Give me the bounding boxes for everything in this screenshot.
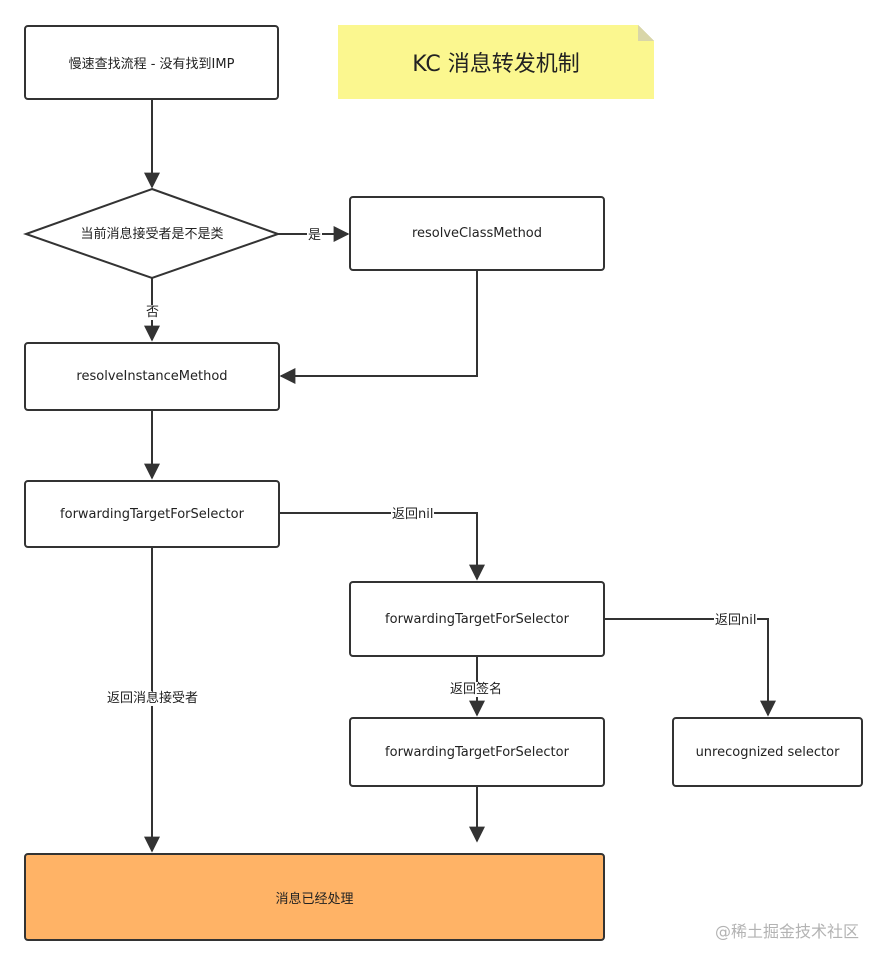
forwarding-target-label-1: forwardingTargetForSelector xyxy=(60,506,244,522)
watermark: @稀土掘金技术社区 xyxy=(714,922,859,941)
message-handled-node: 消息已经处理 xyxy=(24,853,605,941)
edge-label-return-nil-2: 返回nil xyxy=(714,613,758,628)
edge-forward1-nil xyxy=(279,512,485,581)
edge-class-to-instance xyxy=(279,271,478,384)
start-node: 慢速查找流程 - 没有找到IMP xyxy=(24,25,279,100)
resolve-instance-method-node: resolveInstanceMethod xyxy=(24,342,280,411)
forwarding-target-label-2: forwardingTargetForSelector xyxy=(385,611,569,627)
edge-label-no: 否 xyxy=(145,305,161,320)
page-title: KC 消息转发机制 xyxy=(412,52,580,77)
unrecognized-selector-node: unrecognized selector xyxy=(672,717,863,787)
decision-label: 当前消息接受者是不是类 xyxy=(80,227,224,242)
edge-label-return-nil-1: 返回nil xyxy=(391,507,435,522)
unrecognized-selector-label: unrecognized selector xyxy=(695,744,840,760)
forwarding-target-node-1: forwardingTargetForSelector xyxy=(24,480,280,548)
forwarding-target-node-2: forwardingTargetForSelector xyxy=(349,581,605,657)
message-handled-label: 消息已经处理 xyxy=(275,891,354,907)
note-fold-corner xyxy=(638,25,654,41)
edge-forward2-nil xyxy=(604,618,776,717)
forwarding-target-node-3: forwardingTargetForSelector xyxy=(349,717,605,787)
forwarding-target-label-3: forwardingTargetForSelector xyxy=(385,744,569,760)
resolve-class-method-label: resolveClassMethod xyxy=(411,226,543,241)
edge-label-yes: 是 xyxy=(307,228,323,243)
start-node-label: 慢速查找流程 - 没有找到IMP xyxy=(68,57,235,72)
resolve-class-method-node: resolveClassMethod xyxy=(349,196,605,271)
title-note: KC 消息转发机制 xyxy=(338,25,654,99)
edge-label-return-receiver: 返回消息接受者 xyxy=(106,691,200,706)
edge-label-return-signature: 返回签名 xyxy=(449,682,504,697)
resolve-instance-method-label: resolveInstanceMethod xyxy=(76,369,228,384)
